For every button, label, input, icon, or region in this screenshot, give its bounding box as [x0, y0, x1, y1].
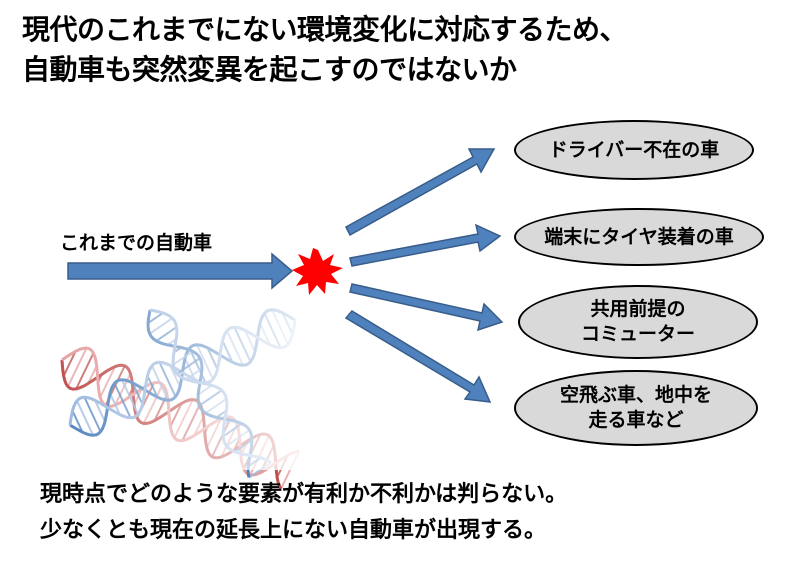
- title-line-2: 自動車も突然変異を起こすのではないか: [22, 53, 517, 86]
- title-line-1: 現代のこれまでにない環境変化に対応するため、: [22, 13, 628, 46]
- outcome-oval-2: 端末にタイヤ装着の車: [514, 208, 764, 266]
- branch-arrow-2: [349, 223, 502, 267]
- main-arrow: [67, 252, 294, 290]
- outcome-2-line-1: 端末にタイヤ装着の車: [544, 225, 734, 248]
- outcome-1-line-1: ドライバー不在の車: [548, 138, 720, 161]
- outcome-4-line-2: 走る車など: [588, 409, 684, 431]
- mutation-burst-icon: [292, 248, 343, 295]
- outcome-oval-4: 空飛ぶ車、地中を 走る車など: [514, 370, 758, 446]
- conclusion-line-1: 現時点でどのような要素が有利か不利かは判らない。: [40, 482, 568, 507]
- outcome-4-line-1: 空飛ぶ車、地中を: [559, 384, 712, 406]
- outcome-3-line-1: 共用前提の: [590, 298, 686, 320]
- conclusion-line-2: 少なくとも現在の延長上にない自動車が出現する。: [40, 518, 547, 543]
- branch-arrow-4: [344, 310, 492, 403]
- source-label: これまでの自動車: [60, 232, 213, 254]
- outcome-oval-1: ドライバー不在の車: [514, 120, 754, 180]
- branch-arrow-1: [345, 148, 496, 237]
- branch-arrow-3: [349, 283, 504, 332]
- outcome-3-line-2: コミューター: [580, 323, 695, 345]
- outcome-oval-3: 共用前提の コミューター: [518, 285, 758, 359]
